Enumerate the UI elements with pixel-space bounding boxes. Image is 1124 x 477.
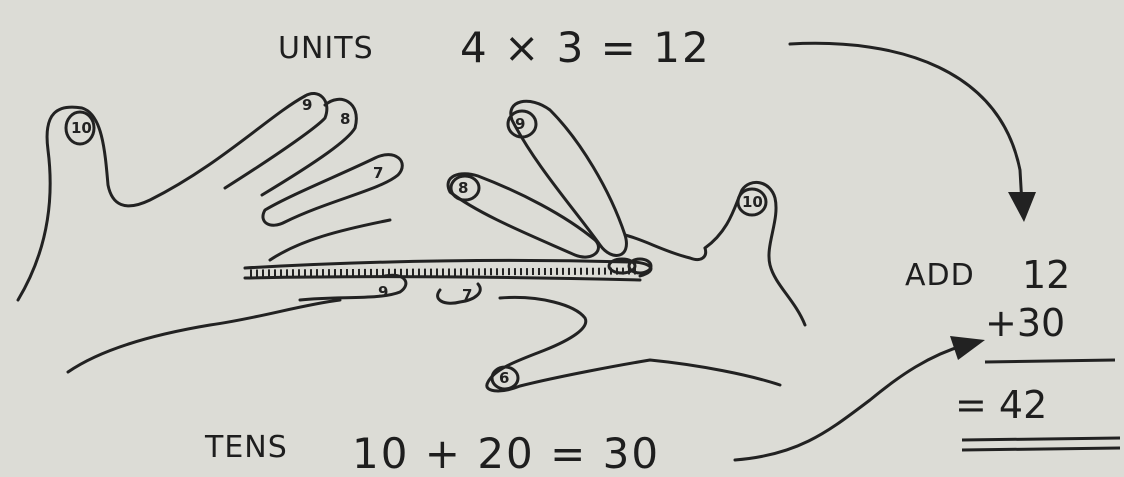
left-finger-9b-outline: [300, 275, 406, 300]
right-finger-6-outline: [487, 297, 780, 390]
add-result: = 42: [955, 383, 1047, 427]
add-label: ADD: [905, 258, 975, 293]
right-finger-10-number: 10: [742, 193, 763, 211]
right-finger-6-number: 6: [499, 369, 509, 387]
left-hand: 10 9 8 7 9: [18, 93, 406, 372]
left-finger-7-number: 7: [373, 164, 383, 182]
tens-arrow: [735, 336, 985, 460]
units-expression: 4 × 3 = 12: [460, 23, 711, 72]
units-arrow-line: [790, 43, 1022, 205]
right-finger-7-number: 7: [462, 286, 472, 304]
result-underline-1: [962, 438, 1120, 440]
tens-arrow-line: [735, 345, 965, 460]
band-bottom-line: [245, 277, 640, 280]
units-arrowhead-icon: [1008, 192, 1036, 222]
left-finger-9-number: 9: [302, 96, 312, 114]
left-finger-9b-number: 9: [378, 283, 388, 301]
right-finger-9-number: 9: [515, 115, 525, 133]
result-underline-2: [962, 448, 1120, 450]
add-first-number: 12: [1022, 253, 1070, 297]
knuckle-hatching: [250, 271, 640, 273]
left-lower-fingers-outline: [270, 220, 390, 260]
units-label: UNITS: [278, 31, 374, 66]
right-hand: 9 8 10 7 6: [438, 101, 805, 391]
left-thumb-outline: [18, 96, 305, 300]
tens-arrowhead-icon: [950, 336, 985, 360]
right-palm-outline: [625, 235, 706, 260]
tens-label: TENS: [204, 430, 288, 465]
left-finger-10-number: 10: [71, 119, 92, 137]
units-arrow: [790, 43, 1036, 222]
sum-rule: [985, 360, 1115, 362]
right-finger-8-number: 8: [458, 179, 468, 197]
add-second-number: +30: [985, 301, 1065, 345]
right-finger-9-outline: [511, 101, 627, 255]
left-forearm-outline: [68, 300, 340, 372]
touching-fingers-band: [245, 259, 651, 280]
tens-expression: 10 + 20 = 30: [352, 429, 660, 477]
right-finger-7-outline: [438, 284, 481, 303]
left-finger-8-number: 8: [340, 110, 350, 128]
